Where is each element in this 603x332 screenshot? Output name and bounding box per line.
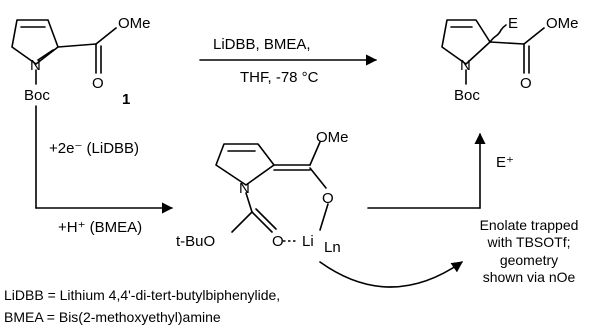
enolate-structure xyxy=(215,141,329,242)
legend-liddb: LiDBB = Lithium 4,4'-di-tert-butylbiphen… xyxy=(4,287,280,303)
legend-bmea: BMEA = Bis(2-methoxyethyl)amine xyxy=(4,309,221,325)
lithium-label: Li xyxy=(302,233,314,250)
step-protonation: +H⁺ (BMEA) xyxy=(58,219,142,236)
product-structure xyxy=(441,19,545,85)
note-line-4: shown via nOe xyxy=(483,269,576,285)
dihydropyrrole-ring xyxy=(441,19,491,65)
tert-butoxy-label: t-BuO xyxy=(176,233,215,250)
product-carbonyl-oxygen: O xyxy=(520,75,532,92)
pyrrole-ring xyxy=(11,19,59,65)
ligand-label: Ln xyxy=(324,239,341,256)
compound-1-boc-label: Boc xyxy=(24,87,50,104)
note-line-3: geometry xyxy=(500,252,558,268)
compound-1-nitrogen: N xyxy=(30,57,41,74)
compound-1-number: 1 xyxy=(122,91,130,108)
enolate-ring xyxy=(215,143,275,186)
top-arrow-reagents: LiDBB, BMEA, xyxy=(213,36,311,53)
enolate-methoxy-label: OMe xyxy=(316,129,349,146)
compound-1-structure xyxy=(11,19,117,85)
note-line-2: with TBSOTf; xyxy=(487,234,571,250)
note-line-1: Enolate trapped xyxy=(480,217,579,233)
enolate-oxygen: O xyxy=(322,190,334,207)
product-ester-label: OMe xyxy=(546,15,579,32)
electrophile-label: E⁺ xyxy=(496,154,514,171)
compound-1-ester-label: OMe xyxy=(118,15,151,32)
carbamate-oxygen: O xyxy=(272,233,284,250)
annotation-curved-arrow xyxy=(319,261,463,288)
product-nitrogen: N xyxy=(460,57,471,74)
product-electrophile-label: E xyxy=(508,15,518,32)
compound-1-carbonyl-oxygen: O xyxy=(92,75,104,92)
enolate-nitrogen: N xyxy=(239,180,250,197)
product-boc-label: Boc xyxy=(454,87,480,104)
wavy-bond xyxy=(489,24,507,43)
top-arrow-conditions: THF, -78 °C xyxy=(240,69,319,86)
step-electron-addition: +2e⁻ (LiDBB) xyxy=(49,140,139,157)
